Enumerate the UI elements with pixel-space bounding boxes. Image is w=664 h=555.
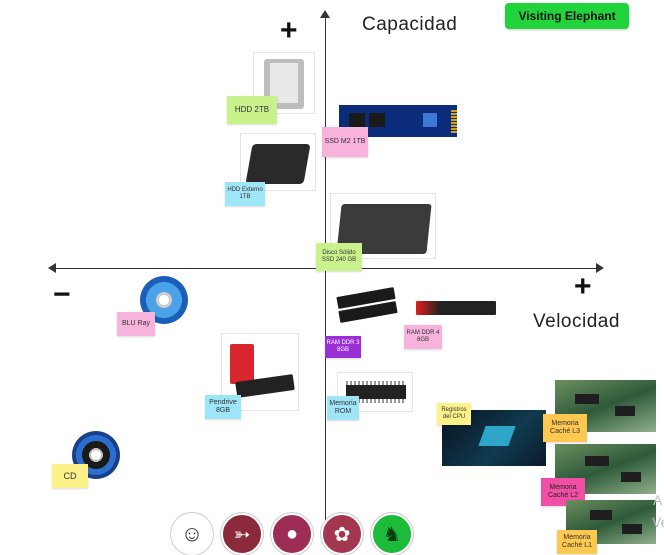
rom-chip-shape bbox=[346, 385, 406, 399]
ram-ddr3-image[interactable] bbox=[333, 276, 403, 332]
cpu-die-shape bbox=[478, 426, 516, 446]
cache-l1-chip-2 bbox=[622, 524, 642, 534]
ssd-m2-chip-1 bbox=[349, 113, 365, 127]
ram-ddr4-stick bbox=[416, 301, 496, 315]
note-ssd-m2[interactable]: SSD M2 1TB bbox=[322, 127, 368, 157]
collaborator-avatars: ☺ ➳ ● ✿ ♞ bbox=[171, 513, 413, 555]
speed-axis-title: Velocidad bbox=[533, 311, 620, 332]
cache-l2-chip-2 bbox=[621, 472, 641, 482]
note-cache-l1[interactable]: Memoria Caché L1 bbox=[557, 530, 597, 554]
note-ram-ddr4[interactable]: RAM DDR 4 8GB bbox=[404, 325, 442, 349]
note-ram-ddr3[interactable]: RAM DDR 3 8GB bbox=[325, 336, 361, 358]
ssd-m2-label bbox=[423, 113, 437, 127]
ssd-m2-connector bbox=[451, 109, 457, 133]
bluray-image[interactable] bbox=[138, 274, 192, 328]
fish-icon[interactable]: ➳ bbox=[221, 513, 263, 555]
panda-icon[interactable]: ● bbox=[271, 513, 313, 555]
plus-top-label: + bbox=[280, 14, 298, 47]
minus-left-label: − bbox=[53, 278, 71, 311]
rom-pins-bottom bbox=[346, 399, 406, 403]
note-rom[interactable]: Memoria ROM bbox=[327, 396, 359, 420]
faint-text-ve: Ve bbox=[652, 514, 664, 530]
cache-l3-chip-2 bbox=[615, 406, 635, 416]
cache-l1-chip-1 bbox=[590, 510, 612, 520]
cache-l3-chip-1 bbox=[575, 394, 599, 404]
note-cache-l3[interactable]: Memoria Caché L3 bbox=[543, 414, 587, 442]
arrow-up-icon bbox=[320, 10, 330, 18]
visitor-tag-button[interactable]: Visiting Elephant bbox=[505, 3, 629, 29]
note-pendrive[interactable]: Pendrive 8GB bbox=[205, 395, 241, 419]
vertical-axis bbox=[325, 14, 326, 544]
capacity-axis-title: Capacidad bbox=[362, 14, 458, 35]
plus-right-label: + bbox=[574, 270, 592, 303]
ladybug-icon[interactable]: ✿ bbox=[321, 513, 363, 555]
ssd-m2-image[interactable] bbox=[339, 105, 457, 138]
arrow-left-icon bbox=[48, 263, 56, 273]
external-hdd-shape bbox=[245, 144, 311, 184]
note-bluray[interactable]: BLU Ray bbox=[117, 312, 155, 336]
note-ssd-solid[interactable]: Disco Sólido SSD 240 GB bbox=[316, 243, 362, 271]
elephant-icon[interactable]: ♞ bbox=[371, 513, 413, 555]
pendrive-package-shape bbox=[230, 344, 254, 384]
cache-l2-chip-1 bbox=[585, 456, 609, 466]
note-cd[interactable]: CD bbox=[52, 464, 88, 488]
rom-pins-top bbox=[346, 381, 406, 385]
external-hdd-image[interactable] bbox=[240, 133, 316, 191]
faint-text-a: A bbox=[653, 492, 663, 508]
ssd-m2-chip-2 bbox=[369, 113, 385, 127]
note-cpu-registers[interactable]: Registros del CPU bbox=[437, 403, 471, 425]
smiley-icon[interactable]: ☺ bbox=[171, 513, 213, 555]
note-hdd-external[interactable]: HDD Externo 1TB bbox=[225, 182, 265, 206]
arrow-right-icon bbox=[596, 263, 604, 273]
note-hdd[interactable]: HDD 2TB bbox=[227, 96, 277, 124]
